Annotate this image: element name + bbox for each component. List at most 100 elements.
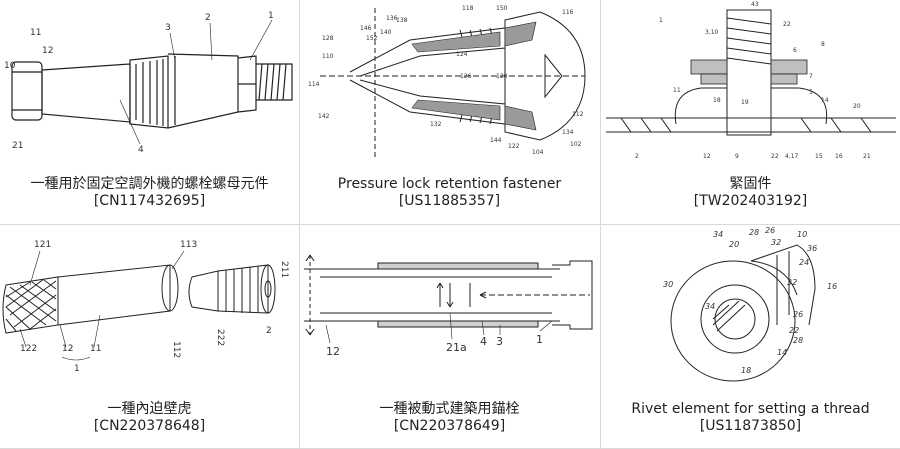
patent-card-3[interactable]: 1 43 3,10 22 6 8 11 18 19 7 5 14 20 2 12… xyxy=(601,0,900,224)
drawing-label: 28 xyxy=(793,336,803,345)
drawing-label: 2 xyxy=(635,153,639,160)
drawing-label: 122 xyxy=(20,344,37,354)
drawing-label: 22 xyxy=(783,21,791,28)
drawing-label: 7 xyxy=(809,73,813,80)
patent-card-5[interactable]: 12 21a 4 3 1 一種被動式建築用錨栓 [CN220378649] xyxy=(300,225,599,448)
drawing-label: 14 xyxy=(821,97,829,104)
row-divider xyxy=(0,224,900,225)
drawing-label: 134 xyxy=(562,129,574,136)
patent-card-4[interactable]: 121 113 211 122 12 11 112 222 2 1 一種內迫 xyxy=(0,225,299,448)
drawing-label: 112 xyxy=(171,341,181,358)
drawing-label: 146 xyxy=(360,25,372,32)
patent-caption: 一種被動式建築用錨栓 [CN220378649] xyxy=(300,401,599,435)
patent-caption: 一種用於固定空調外機的螺栓螺母元件 [CN117432695] xyxy=(0,176,299,210)
drawing-label: 26 xyxy=(765,226,775,235)
drawing-label: 4,17 xyxy=(785,153,799,160)
patent-number: [US11885357] xyxy=(398,193,501,209)
drawing-label: 24 xyxy=(799,258,809,267)
patent-title: Rivet element for setting a thread xyxy=(631,401,870,417)
drawing-label: 1 xyxy=(536,333,543,346)
drawing-label: 26 xyxy=(793,310,803,319)
drawing-label: 10 xyxy=(4,61,16,71)
drawing-label: 28 xyxy=(749,228,759,237)
drawing-label: 144 xyxy=(490,137,502,144)
drawing-label: 136 xyxy=(386,15,398,22)
patent-number: [CN220378649] xyxy=(393,418,506,434)
drawing-label: 2 xyxy=(205,13,211,23)
drawing-label: 1 xyxy=(74,364,80,374)
patent-title: 一種用於固定空調外機的螺栓螺母元件 xyxy=(30,176,269,192)
drawing-label: 114 xyxy=(308,81,320,88)
patent-title: 一種被動式建築用錨栓 xyxy=(379,401,520,417)
patent-title: Pressure lock retention fastener xyxy=(337,176,562,192)
patent-number: [TW202403192] xyxy=(693,193,808,209)
drawing-label: 10 xyxy=(797,230,807,239)
patent-caption: 緊固件 [TW202403192] xyxy=(601,176,900,210)
drawing-label: 222 xyxy=(215,329,225,346)
drawing-label: 11 xyxy=(673,87,681,94)
patent-caption: Pressure lock retention fastener [US1188… xyxy=(300,176,599,210)
drawing-label: 2 xyxy=(266,326,272,336)
patent-drawing-2[interactable]: 118 150 116 136 138 146 140 152 128 110 … xyxy=(300,0,599,164)
drawing-label: 14 xyxy=(777,348,787,357)
drawing-label: 116 xyxy=(562,9,574,16)
drawing-label: 34 xyxy=(713,230,723,239)
drawing-label: 19 xyxy=(741,99,749,106)
drawing-label: 1 xyxy=(659,17,663,24)
drawing-label: 22 xyxy=(771,153,779,160)
patent-card-1[interactable]: 11 12 10 21 3 2 1 4 一種用於固定空調外機的螺栓螺母元件 [C… xyxy=(0,0,299,224)
drawing-label: 132 xyxy=(430,121,442,128)
patent-number: [CN117432695] xyxy=(93,193,206,209)
drawing-label: 3 xyxy=(165,23,171,33)
drawing-label: 6 xyxy=(793,47,797,54)
drawing-label: 3,10 xyxy=(705,29,719,36)
drawing-label: 138 xyxy=(396,17,408,24)
patent-caption: Rivet element for setting a thread [US11… xyxy=(601,401,900,435)
drawing-label: 150 xyxy=(496,5,508,12)
patent-drawing-5[interactable]: 12 21a 4 3 1 xyxy=(300,225,599,385)
drawing-label: 32 xyxy=(787,278,797,287)
drawing-label: 12 xyxy=(42,46,53,56)
drawing-label: 12 xyxy=(326,345,340,358)
drawing-label: 36 xyxy=(807,244,817,253)
drawing-label: 128 xyxy=(322,35,334,42)
drawing-label: 20 xyxy=(853,103,861,110)
drawing-label: 126 xyxy=(460,73,472,80)
drawing-label: 5 xyxy=(809,89,813,96)
drawing-label: 16 xyxy=(835,153,843,160)
drawing-label: 121 xyxy=(34,240,51,250)
patent-drawing-6[interactable]: 34 28 26 32 10 20 36 24 16 30 32 22 34 2… xyxy=(601,225,900,385)
drawing-label: 16 xyxy=(827,282,837,291)
drawing-label: 124 xyxy=(456,51,468,58)
drawing-label: 152 xyxy=(366,35,378,42)
drawing-label: 12 xyxy=(703,153,711,160)
patent-drawing-3[interactable]: 1 43 3,10 22 6 8 11 18 19 7 5 14 20 2 12… xyxy=(601,0,900,164)
patent-drawing-1[interactable]: 11 12 10 21 3 2 1 4 xyxy=(0,0,299,164)
drawing-label: 30 xyxy=(663,280,673,289)
drawing-label: 9 xyxy=(735,153,739,160)
drawing-label: 122 xyxy=(508,143,520,150)
drawing-label: 140 xyxy=(380,29,392,36)
drawing-label: 18 xyxy=(713,97,721,104)
drawing-label: 21a xyxy=(446,341,467,354)
drawing-label: 15 xyxy=(815,153,823,160)
drawing-label: 18 xyxy=(741,366,751,375)
drawing-label: 8 xyxy=(821,41,825,48)
patent-drawing-4[interactable]: 121 113 211 122 12 11 112 222 2 1 xyxy=(0,225,299,385)
patent-caption: 一種內迫壁虎 [CN220378648] xyxy=(0,401,299,435)
drawing-label: 1 xyxy=(268,11,274,21)
patent-card-2[interactable]: 118 150 116 136 138 146 140 152 128 110 … xyxy=(300,0,599,224)
drawing-label: 113 xyxy=(180,240,197,250)
drawing-label: 32 xyxy=(771,238,781,247)
drawing-label: 21 xyxy=(863,153,871,160)
patent-title: 緊固件 xyxy=(729,176,772,192)
drawing-label: 20 xyxy=(729,240,739,249)
drawing-label: 43 xyxy=(751,1,759,8)
drawing-label: 21 xyxy=(12,141,23,151)
drawing-label: 118 xyxy=(462,5,474,12)
patent-number: [US11873850] xyxy=(699,418,802,434)
patent-card-6[interactable]: 34 28 26 32 10 20 36 24 16 30 32 22 34 2… xyxy=(601,225,900,448)
drawing-label: 120 xyxy=(496,73,508,80)
drawing-label: 102 xyxy=(570,141,582,148)
